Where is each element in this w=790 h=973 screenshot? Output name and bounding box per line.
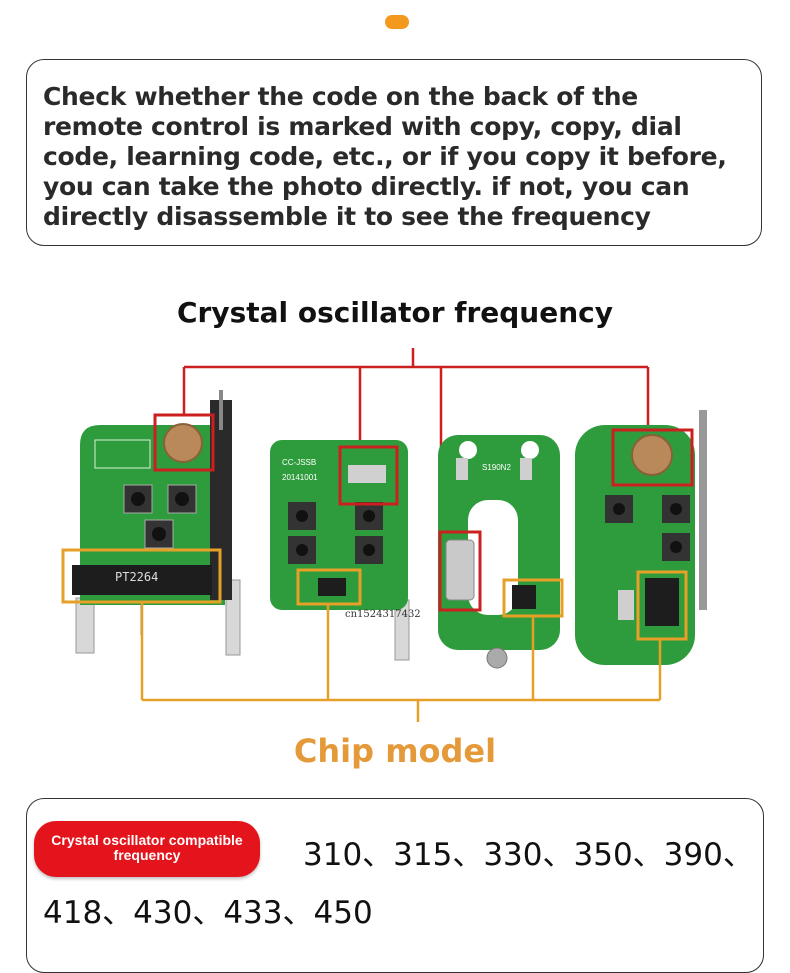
chip-label-pt2264: PT2264 [115, 570, 158, 584]
board3-crystal-label: S190N2 [482, 463, 511, 472]
frequency-list-line-2: 418、430、433、450 [43, 895, 373, 931]
frequency-badge: Crystal oscillator compatible frequency [34, 821, 260, 877]
watermark-text: cn1524317432 [345, 609, 421, 620]
top-indicator-dot [385, 15, 409, 29]
notice-box: Check whether the code on the back of th… [26, 59, 762, 246]
frequency-box: Crystal oscillator compatible frequency … [26, 798, 764, 973]
board2-model: CC-JSSB [282, 458, 316, 467]
chip-model-heading: Chip model [293, 732, 497, 770]
crystal-oscillator-frames [153, 413, 694, 612]
board2-date: 20141001 [282, 473, 318, 482]
remote-board-3: S190N2 [438, 435, 560, 669]
orange-connector-lines [140, 602, 662, 722]
crystal-frequency-heading: Crystal oscillator frequency [177, 296, 613, 329]
notice-text: Check whether the code on the back of th… [43, 82, 727, 231]
frequency-list-line-1: 310、315、330、350、390、 [303, 837, 754, 873]
remote-board-2: CC-JSSB 20141001 cn1524317432 [270, 440, 421, 661]
remote-boards-diagram: PT2264 CC-JSSB 20141001 cn1524317432 S19… [61, 348, 707, 722]
